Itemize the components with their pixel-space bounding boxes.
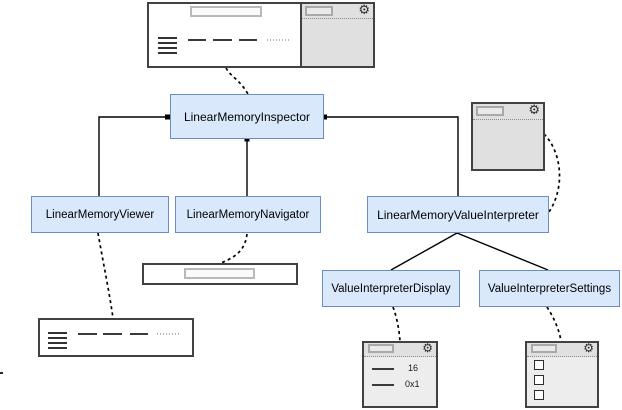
navigator-mockup: [142, 263, 298, 285]
edge-viewer-mockup: [97, 232, 114, 319]
node-label: LinearMemoryViewer: [45, 208, 155, 221]
text-line: [213, 39, 232, 41]
node-linear-memory-navigator: LinearMemoryNavigator: [175, 196, 321, 233]
text-line: [130, 333, 148, 335]
small-input-sketch: [305, 6, 333, 16]
gear-icon: ⚙: [358, 3, 370, 18]
edge-inspector-interpreter: [324, 116, 459, 196]
text-line: [239, 39, 257, 41]
interpreter-mockup-header: ⚙: [473, 104, 543, 120]
settings-mockup: ⚙: [525, 341, 599, 408]
address-input-sketch: [190, 6, 262, 17]
text-line: [103, 333, 122, 335]
edge-interpreter-settings: [456, 232, 549, 271]
dotted-text: [157, 333, 181, 335]
edge-interpreter-display: [390, 232, 458, 271]
dotted-separator: [302, 18, 373, 19]
node-linear-memory-viewer: LinearMemoryViewer: [31, 196, 169, 233]
small-input-sketch: [531, 344, 557, 353]
edge-source-marker: [165, 114, 170, 120]
interpreter-mockup: ⚙: [471, 102, 545, 171]
hamburger-icon: [48, 332, 67, 349]
edge-mockup-inspector: [225, 67, 249, 95]
dotted-text: [267, 39, 291, 41]
node-label: LinearMemoryInspector: [183, 109, 311, 124]
value-text: 16: [408, 363, 419, 373]
edge-source-marker: [322, 114, 327, 120]
node-linear-memory-value-interpreter: LinearMemoryValueInterpreter: [367, 196, 549, 233]
inspector-mockup-memory-pane: [149, 4, 300, 66]
node-label: ValueInterpreterSettings: [487, 282, 612, 295]
small-input-sketch: [476, 106, 504, 116]
node-label: LinearMemoryValueInterpreter: [377, 207, 539, 222]
small-input-sketch: [368, 344, 394, 353]
display-mockup: ⚙ 16 0x1: [362, 341, 438, 408]
value-text: 0x1: [405, 379, 420, 389]
node-label: LinearMemoryNavigator: [186, 208, 310, 221]
edge-navigator-mockup: [220, 233, 248, 264]
hamburger-icon: [158, 37, 177, 54]
gear-icon: ⚙: [528, 103, 540, 118]
value-type-line: [372, 368, 394, 370]
node-linear-memory-inspector: LinearMemoryInspector: [170, 94, 324, 139]
node-value-interpreter-display: ValueInterpreterDisplay: [322, 270, 460, 307]
edge-mockup-interpreter: [543, 133, 561, 213]
edge-settings-mockup: [546, 306, 562, 342]
text-line: [188, 39, 206, 41]
inspector-mockup: ⚙: [147, 2, 375, 68]
checkbox-sketch: [534, 375, 544, 385]
address-input-sketch: [184, 268, 255, 279]
edge-source-marker: [244, 136, 250, 142]
inspector-mockup-interpreter-pane: ⚙: [300, 4, 373, 66]
value-type-line: [372, 384, 394, 386]
display-mockup-header: ⚙: [364, 341, 436, 357]
node-value-interpreter-settings: ValueInterpreterSettings: [479, 270, 620, 307]
viewer-mockup: [38, 318, 194, 357]
gear-icon: ⚙: [422, 341, 433, 355]
text-line: [78, 333, 97, 335]
gear-icon: ⚙: [583, 341, 594, 355]
edge-inspector-viewer: [98, 116, 170, 196]
checkbox-sketch: [534, 360, 544, 370]
settings-mockup-header: ⚙: [527, 341, 597, 357]
node-label: ValueInterpreterDisplay: [331, 282, 451, 295]
edge-display-mockup: [392, 306, 401, 342]
checkbox-sketch: [534, 390, 544, 400]
